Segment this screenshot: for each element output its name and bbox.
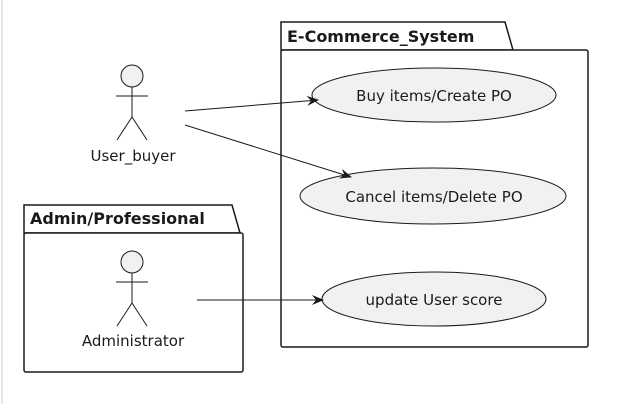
package-ecommerce-title: E-Commerce_System bbox=[287, 27, 474, 46]
actor-admin-label: Administrator bbox=[82, 332, 185, 350]
actor-buyer-head bbox=[120, 64, 144, 88]
usecase-update-score[interactable]: update User score bbox=[321, 271, 547, 327]
usecase-cancel-items[interactable]: Cancel items/Delete PO bbox=[299, 167, 567, 225]
usecase-buy-ellipse bbox=[311, 67, 557, 123]
usecase-buy-items[interactable]: Buy items/Create PO bbox=[311, 67, 557, 123]
actor-buyer-leg-right bbox=[131, 116, 148, 141]
package-admin-title: Admin/Professional bbox=[30, 209, 205, 228]
package-admin-body bbox=[23, 232, 244, 373]
actor-admin-leg-left bbox=[116, 302, 133, 327]
association-buyer-cancel[interactable] bbox=[184, 124, 352, 179]
actor-user-buyer[interactable]: User_buyer bbox=[91, 64, 177, 166]
package-admin[interactable]: Admin/Professional bbox=[23, 204, 244, 373]
association-buyer-buy[interactable] bbox=[184, 95, 319, 112]
actor-admin-leg-right bbox=[131, 302, 148, 327]
usecase-buy-label: Buy items/Create PO bbox=[356, 87, 512, 105]
actor-buyer-label: User_buyer bbox=[91, 147, 177, 166]
usecase-cancel-ellipse bbox=[299, 167, 567, 225]
actor-buyer-leg-left bbox=[116, 116, 133, 141]
actor-administrator[interactable]: Administrator bbox=[82, 250, 185, 350]
usecase-cancel-label: Cancel items/Delete PO bbox=[345, 188, 522, 206]
usecase-update-label: update User score bbox=[366, 291, 503, 309]
actor-admin-head bbox=[120, 250, 144, 274]
